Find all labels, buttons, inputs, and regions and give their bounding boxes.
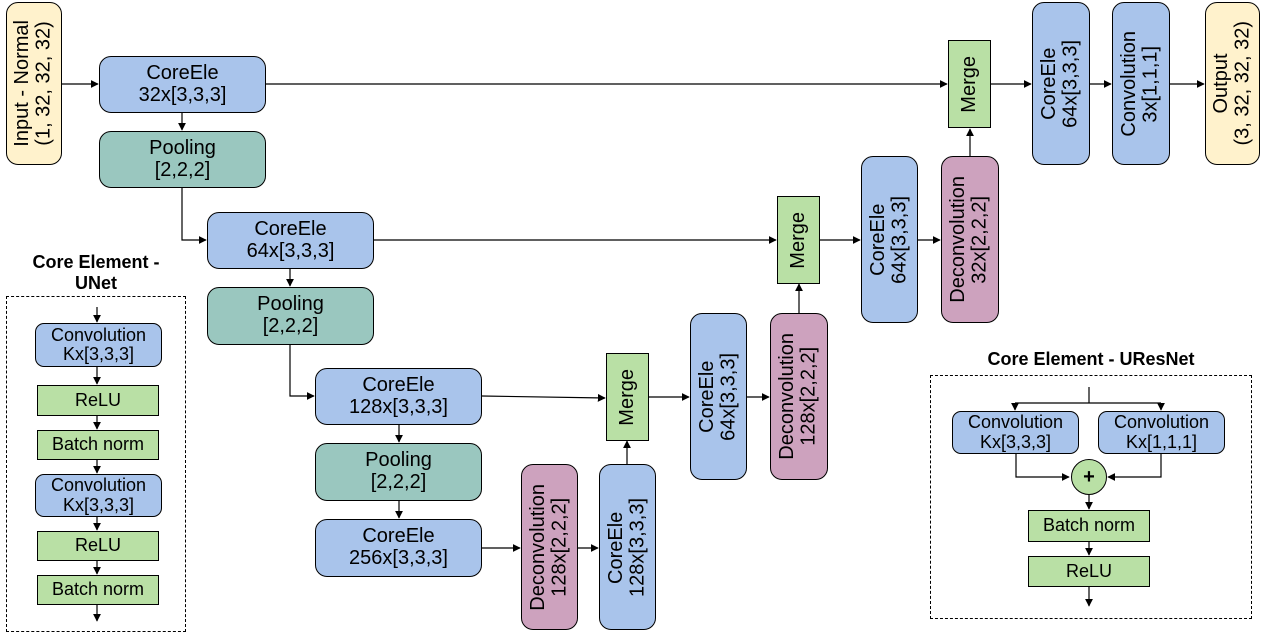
deconvolution-1-name: Deconvolution	[526, 483, 549, 611]
pooling-1-name: Pooling	[149, 136, 216, 159]
uresnet-convolution-1x1-spec: Kx[1,1,1]	[1125, 431, 1198, 452]
unet-relu-2: ReLU	[37, 531, 159, 561]
add-icon: +	[1071, 459, 1107, 495]
unet-convolution-2-name: Convolution	[50, 475, 147, 496]
unet-relu-2-label: ReLU	[74, 535, 122, 556]
uresnet-relu: ReLU	[1028, 556, 1150, 587]
deconvolution-2-spec: 128x[2,2,2]	[798, 347, 820, 446]
input-shape: (1, 32, 32, 32)	[33, 21, 55, 146]
merge-1: Merge	[606, 353, 649, 441]
merge-2: Merge	[777, 196, 820, 284]
output-convolution-name: Convolution	[1118, 30, 1141, 137]
pooling-1-spec: [2,2,2]	[154, 158, 211, 181]
core-element-d1-spec: 128x[3,3,3]	[626, 497, 649, 597]
core-element-1-name: CoreEle	[146, 61, 219, 84]
core-element-4-spec: 256x[3,3,3]	[349, 547, 448, 569]
uresnet-convolution-3x3-name: Convolution	[967, 412, 1064, 433]
unet-panel	[6, 296, 186, 632]
core-element-d4-name: CoreEle	[1038, 47, 1061, 120]
core-element-d3-spec: 64x[3,3,3]	[888, 195, 911, 284]
uresnet-panel-title: Core Element - UResNet	[930, 349, 1252, 370]
output-node: Output(3, 32, 32, 32)	[1205, 2, 1260, 165]
pooling-3-spec: [2,2,2]	[370, 471, 427, 493]
deconvolution-3-spec: 32x[2,2,2]	[969, 195, 991, 284]
unet-convolution-2-spec: Kx[3,3,3]	[62, 494, 135, 515]
core-element-3-spec: 128x[3,3,3]	[349, 395, 448, 418]
uresnet-convolution-1x1-name: Convolution	[1113, 412, 1210, 433]
unet-batch-norm-1: Batch norm	[37, 430, 159, 460]
uresnet-panel-title-text: Core Element - UResNet	[987, 349, 1195, 369]
unet-panel-title: Core Element - UNet	[6, 252, 186, 293]
unet-panel-title-line1: Core Element -	[32, 252, 160, 272]
core-element-2-spec: 64x[3,3,3]	[246, 239, 335, 262]
core-element-3-name: CoreEle	[362, 373, 435, 396]
input-label: Input - Normal	[11, 20, 34, 147]
core-element-d1-name: CoreEle	[604, 510, 627, 584]
unet-convolution-1-name: Convolution	[50, 324, 147, 345]
unet-batch-norm-2: Batch norm	[37, 575, 159, 605]
pooling-1: Pooling[2,2,2]	[99, 131, 266, 188]
uresnet-convolution-3x3-spec: Kx[3,3,3]	[979, 431, 1052, 452]
output-shape: (3, 32, 32, 32)	[1231, 21, 1254, 146]
merge-1-label: Merge	[615, 368, 638, 426]
core-element-d2-name: CoreEle	[695, 360, 718, 433]
pooling-3-name: Pooling	[365, 449, 432, 472]
merge-3: Merge	[948, 40, 991, 128]
core-element-d2-spec: 64x[3,3,3]	[717, 352, 740, 441]
deconvolution-1-spec: 128x[2,2,2]	[548, 497, 571, 597]
unet-panel-title-line2: UNet	[74, 272, 117, 293]
unet-batch-norm-2-label: Batch norm	[51, 579, 145, 600]
deconvolution-3-name: Deconvolution	[947, 176, 970, 303]
deconvolution-2-name: Deconvolution	[776, 333, 799, 460]
output-label: Output	[1209, 53, 1232, 114]
pooling-2: Pooling[2,2,2]	[207, 287, 374, 345]
core-element-1-spec: 32x[3,3,3]	[138, 83, 227, 106]
merge-2-label: Merge	[786, 211, 809, 269]
add-symbol: +	[1083, 465, 1095, 488]
unet-relu-1-label: ReLU	[74, 389, 122, 410]
uresnet-batch-norm-label: Batch norm	[1042, 515, 1136, 536]
core-element-4-name: CoreEle	[362, 525, 435, 548]
core-element-2-name: CoreEle	[254, 217, 327, 240]
pooling-2-spec: [2,2,2]	[262, 315, 319, 337]
core-element-d4-spec: 64x[3,3,3]	[1060, 39, 1082, 128]
uresnet-panel	[930, 375, 1252, 619]
merge-3-label: Merge	[957, 55, 980, 113]
unet-convolution-1-spec: Kx[3,3,3]	[62, 344, 135, 364]
unet-relu-1: ReLU	[37, 385, 159, 416]
output-convolution-spec: 3x[1,1,1]	[1140, 45, 1162, 122]
unet-batch-norm-1-label: Batch norm	[51, 434, 145, 455]
input-node: Input - Normal(1, 32, 32, 32)	[6, 2, 62, 165]
pooling-3: Pooling[2,2,2]	[315, 443, 482, 501]
uresnet-batch-norm: Batch norm	[1028, 510, 1150, 542]
core-element-d3-name: CoreEle	[866, 203, 889, 276]
pooling-2-name: Pooling	[257, 293, 324, 316]
uresnet-relu-label: ReLU	[1065, 560, 1113, 581]
